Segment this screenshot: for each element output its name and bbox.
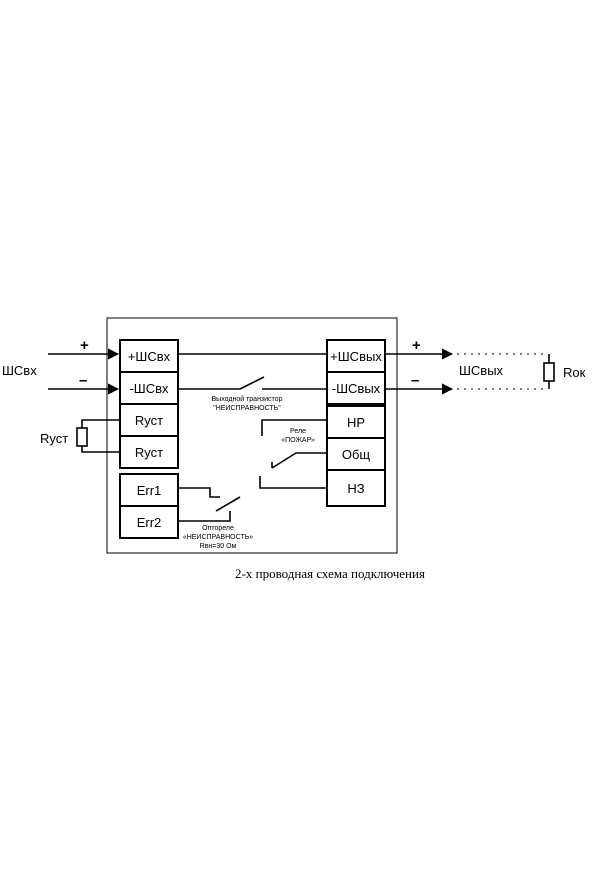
resistor-r-set — [76, 427, 88, 447]
relay-label: Реле — [290, 428, 306, 435]
left-terminal-block: +ШСвх -ШСвх Rуст Rуст Err1 Err2 — [119, 339, 179, 539]
terminal-label: +ШСвых — [330, 349, 382, 364]
input-plus-sign: + — [80, 337, 89, 354]
terminal-label: НР — [347, 415, 365, 430]
resistor-r-set-label: Rуст — [40, 431, 68, 446]
transistor-label: "НЕИСПРАВНОСТЬ" — [213, 405, 281, 412]
input-minus-sign: – — [79, 372, 87, 389]
output-line-label: ШСвых — [459, 363, 504, 378]
external-input: + – ШСвх Rуст — [2, 337, 120, 453]
annotations: Выходной транзистор "НЕИСПРАВНОСТЬ" Реле… — [183, 395, 315, 550]
terminal-label: Err2 — [137, 515, 162, 530]
terminal-minus-shs-out — [326, 371, 386, 405]
output-plus-sign: + — [412, 337, 421, 354]
resistor-r-end — [543, 362, 555, 382]
terminal-label: Rуст — [135, 413, 163, 428]
input-line-label: ШСвх — [2, 363, 37, 378]
external-output: + – ШСвых Rок — [385, 337, 586, 395]
module-outline — [106, 317, 398, 554]
resistor-r-end-label: Rок — [563, 365, 586, 380]
transistor-label: Выходной транзистор — [212, 395, 283, 403]
terminal-label: -ШСвх — [129, 381, 169, 396]
terminal-label: НЗ — [347, 481, 364, 496]
terminal-plus-shs-out — [326, 339, 386, 373]
terminal-r-set-1 — [119, 403, 179, 437]
right-terminal-block: +ШСвых -ШСвых НР Общ НЗ — [326, 339, 386, 507]
optorelay-label: Оптореле — [202, 525, 234, 532]
diagram-caption: 2-х проводная схема подключения — [235, 566, 425, 581]
optorelay-label: «НЕИСПРАВНОСТЬ» — [183, 534, 253, 541]
internal-wiring — [178, 353, 327, 522]
terminal-label: Общ — [342, 447, 371, 462]
terminal-nc — [326, 469, 386, 507]
terminal-no — [326, 405, 386, 439]
terminal-label: -ШСвых — [332, 381, 381, 396]
relay-label: «ПОЖАР» — [281, 437, 315, 444]
output-minus-sign: – — [411, 372, 419, 389]
terminal-err2 — [119, 505, 179, 539]
optorelay-label: Rвн=30 Ом — [200, 543, 237, 550]
terminal-label: Err1 — [137, 483, 162, 498]
terminal-label: Rуст — [135, 445, 163, 460]
terminal-label: +ШСвх — [128, 349, 171, 364]
